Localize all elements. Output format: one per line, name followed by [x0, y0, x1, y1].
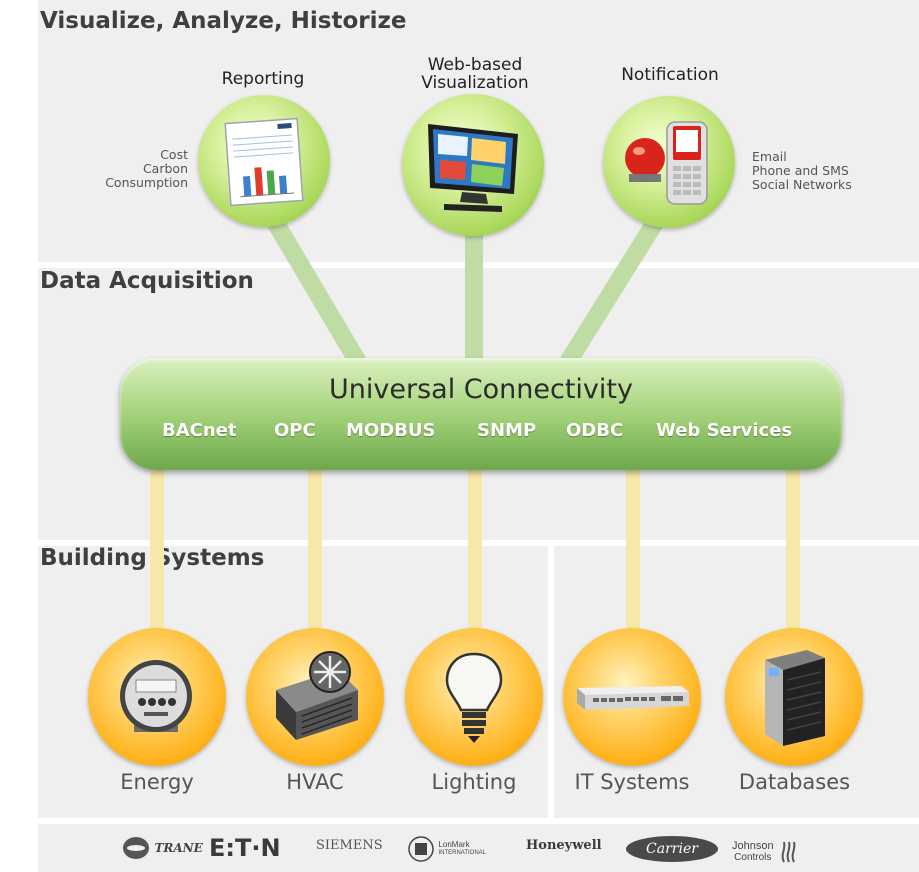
lighting-label: Lighting — [431, 770, 517, 794]
protocol-modbus: MODBUS — [346, 420, 436, 441]
visualization-label-line1: Web-based — [427, 55, 523, 75]
meter-icon — [120, 660, 192, 732]
protocol-web-services: Web Services — [656, 420, 793, 441]
note-consumption: Consumption — [105, 175, 188, 190]
johnson-controls-logo: Johnson Controls — [732, 840, 800, 864]
databases-label: Databases — [738, 770, 851, 794]
universal-connectivity-hub[interactable]: Universal Connectivity BACnet OPC MODBUS… — [120, 358, 842, 470]
lonmark-line1: LonMark — [438, 840, 470, 849]
note-email: Email — [752, 149, 787, 164]
it-systems-label: IT Systems — [574, 770, 690, 794]
trane-wordmark: TRANE — [154, 841, 203, 855]
databases-node[interactable] — [725, 628, 863, 766]
notification-label-line1: Notification — [621, 65, 719, 85]
note-carbon: Carbon — [142, 161, 188, 176]
energy-node[interactable] — [88, 628, 226, 766]
notification-link — [560, 200, 674, 367]
network-switch-icon — [577, 686, 689, 710]
lonmark-text: LonMark INTERNATIONAL — [438, 840, 486, 858]
hvac-label: HVAC — [286, 770, 344, 794]
vendor-logos-panel — [38, 824, 919, 872]
reporting-link — [254, 195, 366, 367]
trane-logo: TRANE — [122, 836, 203, 860]
it-systems-node[interactable] — [563, 628, 701, 766]
lonmark-emblem-icon — [408, 836, 434, 862]
section-title-visualize: Visualize, Analyze, Historize — [40, 8, 407, 34]
notification-node[interactable] — [603, 96, 735, 228]
protocol-snmp: SNMP — [477, 420, 537, 441]
siemens-logo: SIEMENS — [316, 838, 383, 853]
johnson-text: Johnson Controls — [732, 840, 774, 864]
hvac-node[interactable] — [246, 628, 384, 766]
note-social: Social Networks — [752, 177, 852, 192]
trane-swirl-icon — [123, 837, 149, 859]
section-title-acquisition: Data Acquisition — [40, 268, 254, 294]
carrier-oval: Carrier — [626, 836, 718, 862]
hub-title: Universal Connectivity — [329, 374, 633, 405]
johnson-line2: Controls — [734, 852, 772, 863]
johnson-flame-icon — [781, 841, 796, 863]
reporting-label: Reporting — [203, 70, 323, 88]
eaton-logo: E:T·N — [209, 834, 281, 862]
visualization-node[interactable] — [402, 94, 544, 236]
server-icon — [765, 650, 825, 746]
visualization-label-line2: Visualization — [421, 73, 529, 93]
note-cost: Cost — [160, 147, 188, 162]
notification-notes: Email Phone and SMS Social Networks — [752, 150, 902, 192]
reporting-notes: Cost Carbon Consumption — [60, 148, 188, 190]
reporting-node[interactable] — [198, 95, 330, 227]
carrier-logo: Carrier — [626, 836, 718, 862]
monitor-icon — [428, 124, 518, 212]
alarm-phone-icon — [625, 121, 708, 205]
note-phone-sms: Phone and SMS — [752, 163, 849, 178]
protocol-odbc: ODBC — [566, 420, 624, 441]
reporting-label-line1: Reporting — [221, 69, 305, 89]
johnson-line1: Johnson — [732, 840, 774, 852]
energy-label: Energy — [120, 770, 194, 794]
visualization-label: Web-based Visualization — [400, 56, 550, 92]
notification-label: Notification — [600, 66, 740, 84]
report-chart-icon — [224, 117, 304, 207]
hvac-unit-icon — [276, 651, 358, 740]
honeywell-logo: Honeywell — [526, 838, 602, 853]
lonmark-logo: LonMark INTERNATIONAL — [408, 836, 486, 862]
protocol-bacnet: BACnet — [162, 420, 237, 441]
lighting-node[interactable] — [405, 628, 543, 766]
lonmark-line2: INTERNATIONAL — [438, 850, 487, 856]
light-bulb-icon — [445, 652, 503, 743]
carrier-wordmark: Carrier — [646, 841, 698, 857]
protocol-opc: OPC — [274, 420, 316, 441]
